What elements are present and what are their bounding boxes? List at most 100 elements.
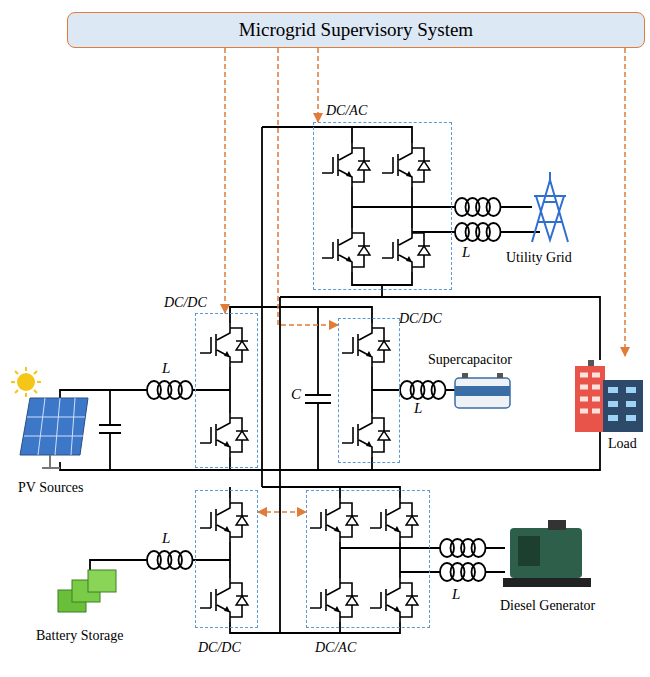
igbt-body xyxy=(200,323,248,367)
bottom-wires xyxy=(90,487,505,633)
coil-turn xyxy=(472,563,486,581)
emitter-arrow xyxy=(224,606,230,612)
diode xyxy=(346,516,358,525)
igbt-body xyxy=(342,413,390,457)
component-label: Battery Storage xyxy=(36,628,123,643)
load-building xyxy=(575,360,643,432)
control-link xyxy=(278,48,338,325)
emitter-arrow xyxy=(406,256,412,262)
component-symbol: L xyxy=(162,530,170,547)
switches xyxy=(200,143,430,622)
emitter-arrow xyxy=(224,351,230,357)
diode xyxy=(236,341,248,350)
diode xyxy=(346,596,358,605)
igbt-body xyxy=(310,498,358,542)
coil-turn xyxy=(179,381,193,399)
diode xyxy=(406,596,418,605)
control-link xyxy=(258,511,306,513)
igbt-body xyxy=(200,498,248,542)
igbt-switch xyxy=(370,498,418,542)
diode xyxy=(378,431,390,440)
diode xyxy=(418,161,430,170)
igbt-body xyxy=(342,323,390,367)
coil-turn xyxy=(487,223,501,241)
emitter-arrow xyxy=(406,171,412,177)
component-symbol: C xyxy=(291,386,301,403)
converter-label: DC/DC xyxy=(399,311,442,327)
converter-label: DC/AC xyxy=(315,640,356,656)
igbt-switch xyxy=(200,323,248,367)
converter-label: DC/DC xyxy=(164,295,207,311)
emitter-arrow xyxy=(224,441,230,447)
diode xyxy=(236,596,248,605)
control-link xyxy=(224,48,226,313)
emitter-arrow xyxy=(334,606,340,612)
component-label: Utility Grid xyxy=(506,250,572,265)
coil-turn xyxy=(432,381,446,399)
emitter-arrow xyxy=(346,256,352,262)
diode xyxy=(358,246,370,255)
igbt-switch xyxy=(310,578,358,622)
igbt-body xyxy=(322,228,370,272)
emitter-arrow xyxy=(366,441,372,447)
converter-box: DC/DC xyxy=(195,490,258,628)
diode xyxy=(236,516,248,525)
igbt-switch xyxy=(342,413,390,457)
igbt-body xyxy=(370,578,418,622)
emitter-arrow xyxy=(366,351,372,357)
emitter-arrow xyxy=(394,606,400,612)
coil-turn xyxy=(487,198,501,216)
converter-box: DC/AC xyxy=(313,122,452,290)
emitter-arrow xyxy=(346,171,352,177)
pv-wires xyxy=(60,307,600,470)
component-label: Diesel Generator xyxy=(500,598,595,613)
igbt-switch xyxy=(342,323,390,367)
igbt-switch xyxy=(200,498,248,542)
diesel-generator xyxy=(503,520,591,587)
component-symbol: L xyxy=(162,360,170,377)
igbt-body xyxy=(310,578,358,622)
igbt-switch xyxy=(370,578,418,622)
converter-label: DC/AC xyxy=(326,103,367,119)
igbt-switch xyxy=(310,498,358,542)
utility-tower xyxy=(532,172,568,242)
igbt-body xyxy=(370,498,418,542)
emitter-arrow xyxy=(394,526,400,532)
igbt-switch xyxy=(200,578,248,622)
pv-panel xyxy=(11,367,88,468)
wires xyxy=(60,127,600,633)
supercap-wires xyxy=(262,307,455,470)
component-symbol: L xyxy=(452,586,460,603)
igbt-switch xyxy=(322,143,370,187)
igbt-switch xyxy=(382,228,430,272)
component-label: Supercapacitor xyxy=(428,352,512,367)
load-control-line xyxy=(624,48,626,356)
supervisory-box: Microgrid Supervisory System xyxy=(67,12,645,48)
diode xyxy=(418,246,430,255)
igbt-body xyxy=(322,143,370,187)
emitter-arrow xyxy=(224,526,230,532)
igbt-switch xyxy=(200,413,248,457)
diode xyxy=(406,516,418,525)
component-label: PV Sources xyxy=(18,480,83,495)
coil-turn xyxy=(179,551,193,569)
supercap-icon xyxy=(455,373,510,408)
coil-turn xyxy=(472,539,486,557)
diode xyxy=(358,161,370,170)
converter-box: DC/DC xyxy=(195,313,258,468)
converter-label: DC/DC xyxy=(198,640,241,656)
igbt-switch xyxy=(382,143,430,187)
grid-wires xyxy=(352,207,540,232)
diode xyxy=(236,431,248,440)
igbt-body xyxy=(382,228,430,272)
emitter-arrow xyxy=(334,526,340,532)
igbt-switch xyxy=(322,228,370,272)
battery-icon xyxy=(58,570,116,612)
inductors xyxy=(147,198,501,581)
component-symbol: L xyxy=(462,244,470,261)
component-symbol: L xyxy=(414,400,422,417)
converter-box: DC/AC xyxy=(306,490,430,628)
